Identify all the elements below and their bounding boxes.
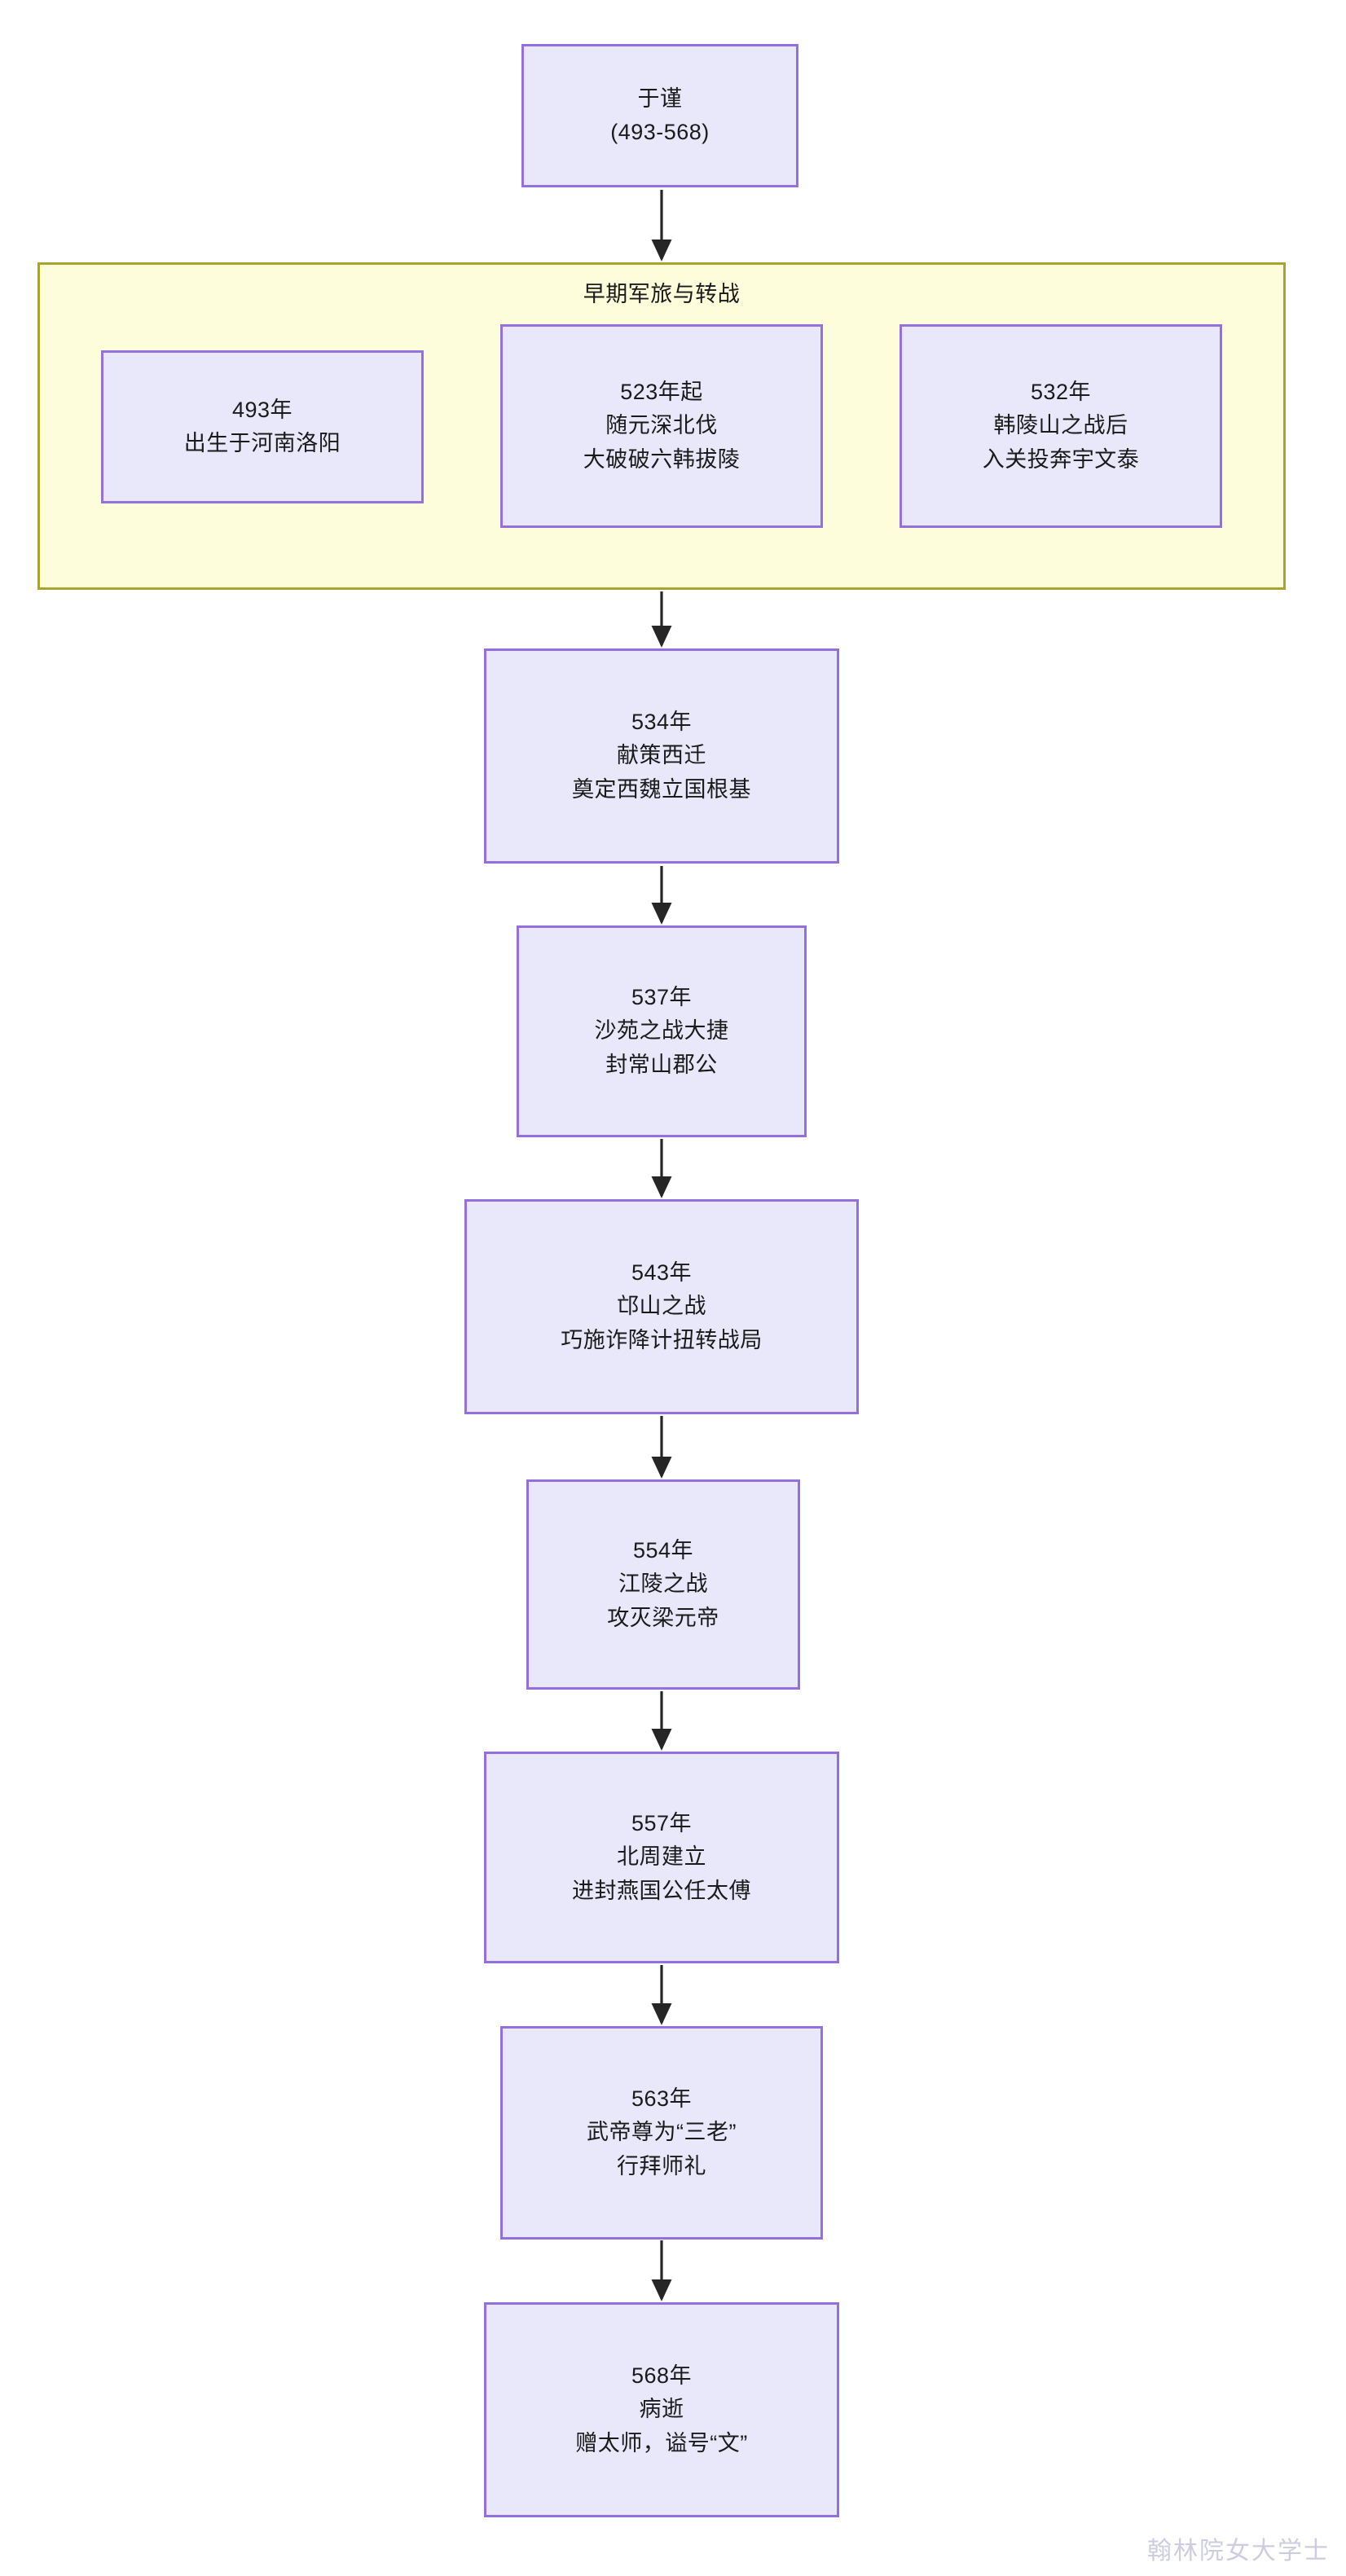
node-523[interactable]: 523年起 随元深北伐 大破破六韩拔陵	[500, 324, 823, 528]
node-493-label: 493年 出生于河南洛阳	[183, 397, 341, 455]
node-493[interactable]: 493年 出生于河南洛阳	[101, 350, 424, 503]
node-557[interactable]: 557年 北周建立 进封燕国公任太傅	[484, 1752, 839, 1963]
cluster-label: 早期军旅与转战	[583, 282, 741, 306]
node-543-label: 543年 邙山之战 巧施诈降计扭转战局	[561, 1260, 763, 1352]
node-568-label: 568年 病逝 赠太师，谥号“文”	[575, 2363, 748, 2455]
node-563-label: 563年 武帝尊为“三老” 行拜师礼	[587, 2086, 737, 2178]
node-554-label: 554年 江陵之战 攻灭梁元帝	[607, 1538, 719, 1630]
node-568[interactable]: 568年 病逝 赠太师，谥号“文”	[484, 2302, 839, 2517]
node-537-label: 537年 沙苑之战大捷 封常山郡公	[594, 985, 729, 1077]
node-person-label: 于谨 (493-568)	[610, 86, 710, 144]
node-554[interactable]: 554年 江陵之战 攻灭梁元帝	[526, 1479, 800, 1690]
node-532[interactable]: 532年 韩陵山之战后 入关投奔宇文泰	[900, 324, 1222, 528]
node-534-label: 534年 献策西迁 奠定西魏立国根基	[572, 710, 751, 802]
node-543[interactable]: 543年 邙山之战 巧施诈降计扭转战局	[464, 1199, 859, 1414]
node-557-label: 557年 北周建立 进封燕国公任太傅	[572, 1811, 751, 1903]
node-534[interactable]: 534年 献策西迁 奠定西魏立国根基	[484, 648, 839, 864]
node-563[interactable]: 563年 武帝尊为“三老” 行拜师礼	[500, 2026, 823, 2240]
node-person[interactable]: 于谨 (493-568)	[521, 44, 798, 187]
node-532-label: 532年 韩陵山之战后 入关投奔宇文泰	[982, 380, 1140, 472]
node-537[interactable]: 537年 沙苑之战大捷 封常山郡公	[517, 925, 807, 1137]
node-523-label: 523年起 随元深北伐 大破破六韩拔陵	[583, 380, 741, 472]
watermark: 翰林院女大学士	[1147, 2538, 1330, 2565]
